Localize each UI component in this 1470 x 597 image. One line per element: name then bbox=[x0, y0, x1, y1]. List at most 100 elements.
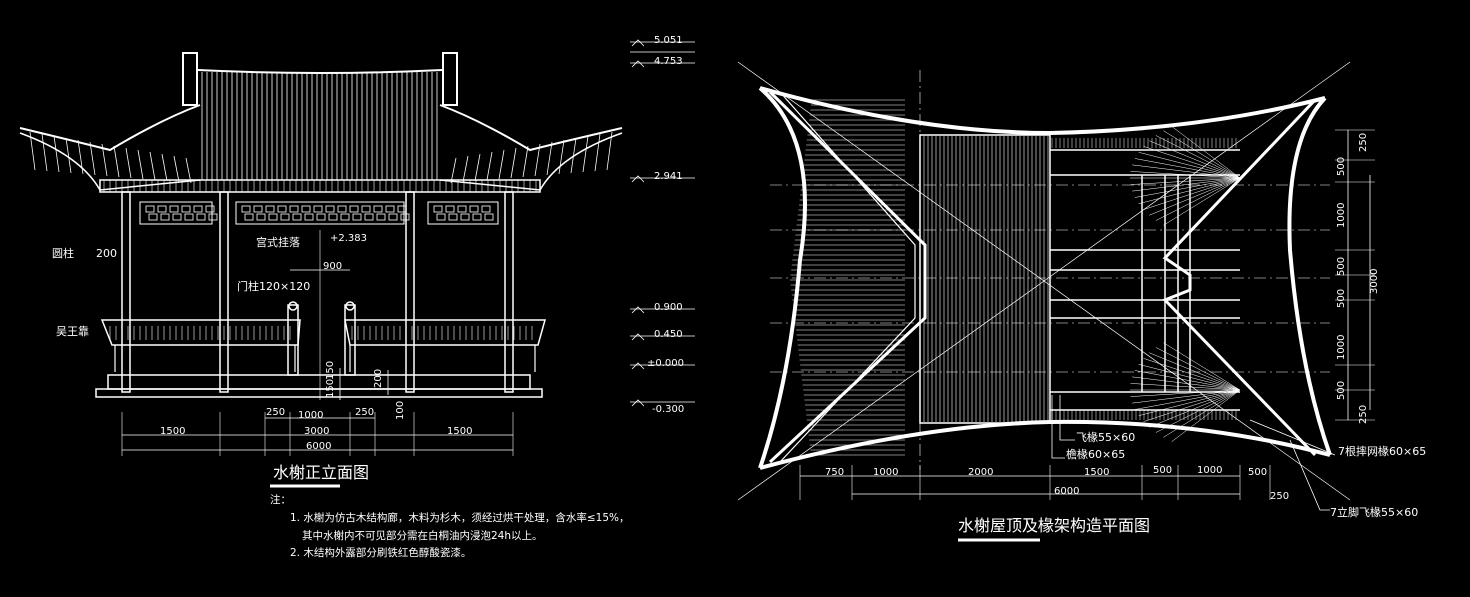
eave-rafter-left bbox=[77, 139, 84, 175]
eave-rafter-left bbox=[185, 157, 192, 184]
lattice-cell bbox=[457, 205, 467, 213]
lattice-cell bbox=[373, 205, 383, 213]
lattice-cell bbox=[400, 213, 410, 221]
lattice-cell bbox=[289, 205, 299, 213]
label-door-post: 门柱120×120 bbox=[237, 279, 310, 293]
plan-fan-rafter bbox=[1155, 389, 1241, 433]
level-triangle bbox=[631, 333, 645, 341]
eave-curve-left-upper bbox=[19, 104, 201, 152]
eave-curve-right-upper bbox=[439, 104, 623, 152]
plan-fan-rafter bbox=[1138, 177, 1241, 204]
level-5051: 5.051 bbox=[654, 35, 683, 46]
lattice-cell bbox=[205, 205, 215, 213]
bench-right bbox=[344, 319, 546, 346]
plan-fan-rafter bbox=[1143, 177, 1241, 210]
plan-fan-rafter bbox=[1163, 177, 1241, 226]
label-corner-rafter: 7立脚飞椽55×60 bbox=[1330, 505, 1418, 519]
level-triangle bbox=[631, 39, 645, 47]
plan-fan-rafter bbox=[1143, 358, 1241, 391]
dim-1500-right: 1500 bbox=[447, 426, 472, 437]
lattice-cell bbox=[277, 205, 287, 213]
plan-fan-rafter bbox=[1143, 146, 1241, 179]
lattice-cell bbox=[361, 205, 371, 213]
dim-6000: 6000 bbox=[306, 441, 331, 452]
lattice-cell bbox=[349, 205, 359, 213]
column-2 bbox=[219, 191, 229, 393]
dim-150-b: 150 bbox=[325, 361, 336, 380]
label-bench: 吴王靠 bbox=[56, 324, 89, 338]
plan-rdim-1000-a: 1000 bbox=[1336, 203, 1347, 228]
eave-rafter-left bbox=[137, 149, 144, 180]
lattice-cell bbox=[241, 205, 251, 213]
notes-heading: 注： bbox=[270, 493, 291, 506]
column-3 bbox=[405, 191, 415, 393]
bench-left bbox=[100, 319, 301, 346]
level-minus0300: -0.300 bbox=[652, 404, 684, 415]
lattice-cell bbox=[481, 205, 491, 213]
lattice-cell bbox=[304, 213, 314, 221]
eave-rafter-left bbox=[113, 145, 120, 178]
label-column-size: 200 bbox=[96, 247, 117, 260]
plan-dim-750: 750 bbox=[825, 467, 844, 478]
plan-fan-rafter bbox=[1163, 342, 1241, 391]
label-hanging-frame: 宫式挂落 bbox=[256, 235, 300, 249]
eave-rafter-left bbox=[89, 141, 96, 176]
lattice-cell bbox=[313, 205, 323, 213]
platform-base bbox=[95, 388, 543, 398]
lattice-cell bbox=[181, 205, 191, 213]
lattice-cell bbox=[145, 205, 155, 213]
lattice-cell bbox=[433, 205, 443, 213]
level-0450: 0.450 bbox=[654, 329, 683, 340]
dim-3000: 3000 bbox=[304, 426, 329, 437]
eave-rafter-right bbox=[546, 141, 553, 176]
lattice-cell bbox=[268, 213, 278, 221]
dim-250-left: 250 bbox=[266, 407, 285, 418]
eave-rafter-right bbox=[534, 143, 541, 177]
eave-curve-left-lower bbox=[19, 132, 201, 191]
door-post-cap bbox=[345, 301, 355, 311]
plan-dim-500-a: 500 bbox=[1153, 465, 1172, 476]
plan-rdim-250-top: 250 bbox=[1358, 133, 1369, 152]
dim-900: 900 bbox=[323, 261, 342, 272]
eave-rafter-left bbox=[29, 131, 36, 171]
level-triangle bbox=[631, 175, 645, 183]
leader-corner bbox=[1289, 439, 1330, 511]
dim-150-a: 150 bbox=[325, 379, 336, 398]
label-flying-rafter: 飞椽55×60 bbox=[1076, 431, 1135, 444]
level-0900: 0.900 bbox=[654, 302, 683, 313]
plan-fan-rafter bbox=[1132, 177, 1241, 192]
lattice-cell bbox=[316, 213, 326, 221]
lattice-cell bbox=[484, 213, 494, 221]
lattice-cell bbox=[472, 213, 482, 221]
plan-right-edge bbox=[1287, 96, 1332, 456]
plan-rdim-500-b: 500 bbox=[1336, 257, 1347, 276]
notes-line-3: 2. 木结构外露部分刷铁红色醇酸瓷漆。 bbox=[290, 546, 471, 559]
lattice-cell bbox=[301, 205, 311, 213]
plan-fan-rafter bbox=[1163, 389, 1241, 438]
roof-ridge-end-right bbox=[442, 52, 458, 106]
lattice-cell bbox=[460, 213, 470, 221]
plan-rdim-500-d: 500 bbox=[1336, 381, 1347, 400]
level-triangle bbox=[631, 60, 645, 68]
lattice-cell bbox=[280, 213, 290, 221]
level-triangle bbox=[631, 362, 645, 370]
plan-dim-6000: 6000 bbox=[1054, 486, 1079, 497]
elevation-title: 水榭正立面图 bbox=[273, 463, 369, 482]
eave-rafter-right bbox=[570, 137, 577, 174]
level-2383: +2.383 bbox=[330, 233, 367, 244]
plan-dim-250: 250 bbox=[1270, 491, 1289, 502]
plan-fan-rafter bbox=[1155, 135, 1241, 179]
plan-fan-rafter bbox=[1143, 389, 1241, 422]
lattice-cell bbox=[364, 213, 374, 221]
lattice-panel-1 bbox=[139, 201, 213, 225]
plan-dim-1500: 1500 bbox=[1084, 467, 1109, 478]
plan-fan-rafter bbox=[1149, 177, 1241, 216]
plan-dim-500-b: 500 bbox=[1248, 467, 1267, 478]
lattice-cell bbox=[184, 213, 194, 221]
plan-rdim-1000-b: 1000 bbox=[1336, 335, 1347, 360]
eave-rafter-right bbox=[474, 153, 481, 182]
eave-rafter-left bbox=[65, 137, 72, 174]
plan-fan-rafter bbox=[1134, 370, 1241, 391]
eave-rafter-left bbox=[53, 135, 60, 173]
lattice-cell bbox=[196, 213, 206, 221]
